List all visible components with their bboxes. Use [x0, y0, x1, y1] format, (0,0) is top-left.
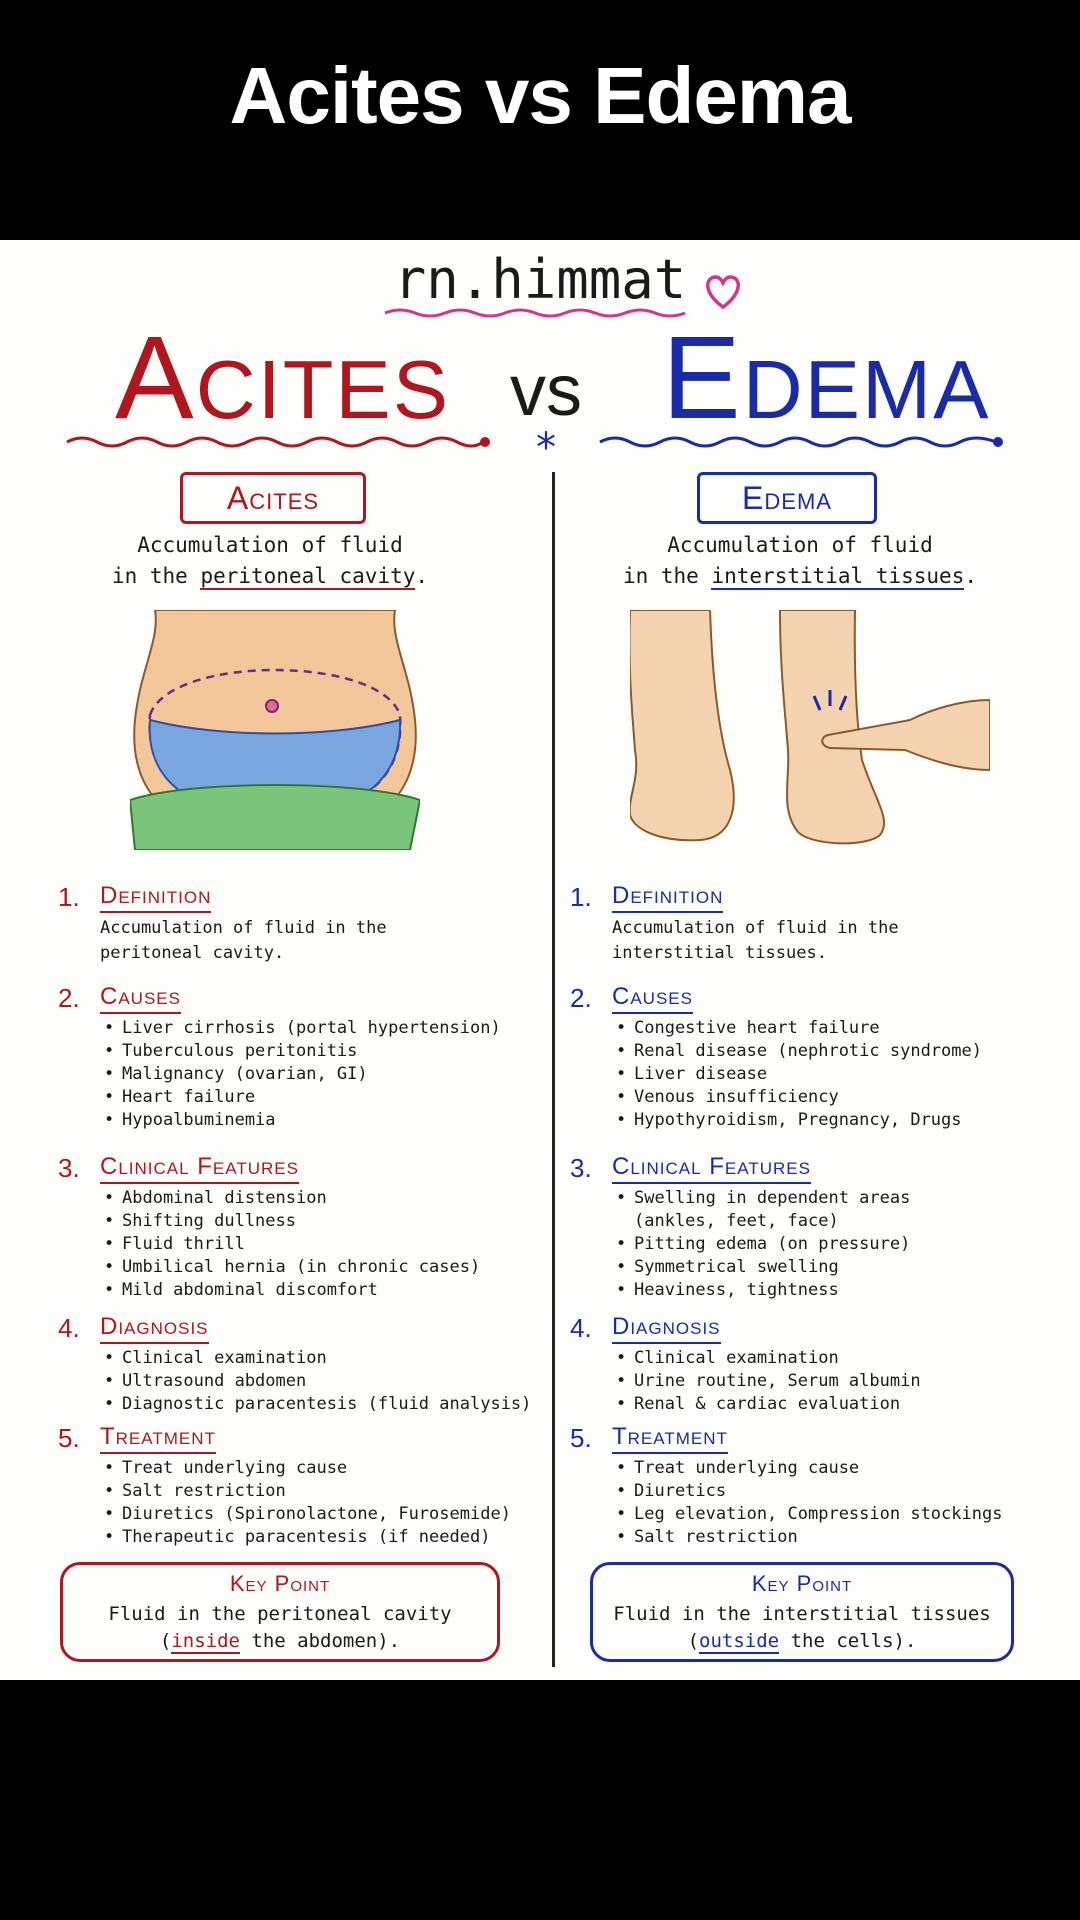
list-item: Therapeutic paracentesis (if needed): [104, 1526, 538, 1549]
author-handle: rn.himmat: [393, 248, 687, 311]
section-title: Clinical Features: [100, 1153, 299, 1184]
acites-causes-section: 2.Causes Liver cirrhosis (portal hyperte…: [58, 983, 538, 1132]
list-item: Diagnostic paracentesis (fluid analysis): [104, 1393, 538, 1416]
list-item: Renal disease (nephrotic syndrome): [616, 1040, 1070, 1063]
video-title: Acites vs Edema: [229, 51, 852, 140]
list-item: Congestive heart failure: [616, 1017, 1070, 1040]
edema-definition-section: 1.Definition Accumulation of fluid in th…: [570, 882, 899, 963]
acites-definition-section: 1.Definition Accumulation of fluid in th…: [58, 882, 387, 963]
list-item: Umbilical hernia (in chronic cases): [104, 1256, 538, 1279]
list-item: Symmetrical swelling: [616, 1256, 1070, 1279]
acites-clinical-section: 3.Clinical Features Abdominal distension…: [58, 1153, 538, 1302]
list-item: Liver disease: [616, 1063, 1070, 1086]
list-item: Heart failure: [104, 1086, 538, 1109]
list-item: Hypoalbuminemia: [104, 1109, 538, 1132]
acites-summary: Accumulation of fluid in the peritoneal …: [111, 533, 429, 590]
section-title: Treatment: [612, 1423, 728, 1454]
acites-diagnosis-section: 4.Diagnosis Clinical examination Ultraso…: [58, 1313, 538, 1416]
edema-key-point: Key Point Fluid in the interstitial tiss…: [590, 1562, 1014, 1662]
infographic-sheet: rn.himmat Acites vs Edema * Acites Accum…: [0, 240, 1080, 1680]
section-title: Diagnosis: [100, 1313, 209, 1344]
list-item: Leg elevation, Compression stockings: [616, 1503, 1070, 1526]
section-title: Definition: [100, 882, 212, 913]
section-title: Clinical Features: [612, 1153, 811, 1184]
list-item: Salt restriction: [616, 1526, 1070, 1549]
section-title: Causes: [100, 983, 181, 1014]
list-item: Treat underlying cause: [616, 1457, 1070, 1480]
list-item: Venous insufficiency: [616, 1086, 1070, 1109]
edema-summary: Accumulation of fluid in the interstitia…: [622, 533, 978, 590]
title-edema: Edema: [662, 312, 991, 444]
list-item: Shifting dullness: [104, 1210, 538, 1233]
section-title: Definition: [612, 882, 724, 913]
edema-diagnosis-section: 4.Diagnosis Clinical examination Urine r…: [570, 1313, 1070, 1416]
handle-underline: [384, 308, 686, 318]
section-title: Diagnosis: [612, 1313, 721, 1344]
heart-icon: [706, 275, 740, 310]
list-item: Tuberculous peritonitis: [104, 1040, 538, 1063]
list-item: Clinical examination: [104, 1347, 538, 1370]
section-title: Treatment: [100, 1423, 216, 1454]
list-item: Clinical examination: [616, 1347, 1070, 1370]
list-item: Abdominal distension: [104, 1187, 538, 1210]
list-item: Diuretics (Spironolactone, Furosemide): [104, 1503, 538, 1526]
abdomen-illustration: [130, 610, 420, 850]
edema-clinical-section: 3.Clinical Features Swelling in dependen…: [570, 1153, 1070, 1302]
list-item: Liver cirrhosis (portal hypertension): [104, 1017, 538, 1040]
acites-column: Acites Accumulation of fluid in the peri…: [0, 240, 540, 1680]
list-item: Fluid thrill: [104, 1233, 538, 1256]
edema-causes-section: 2.Causes Congestive heart failure Renal …: [570, 983, 1070, 1132]
feet-illustration: [630, 610, 990, 845]
list-item: Pitting edema (on pressure): [616, 1233, 1070, 1256]
right-wave-underline: [599, 436, 1003, 448]
list-item: Swelling in dependent areas(ankles, feet…: [616, 1187, 1070, 1233]
left-wave-underline: [66, 436, 490, 448]
title-vs: vs: [510, 351, 582, 431]
title-acites: Acites: [115, 312, 451, 444]
list-item: Treat underlying cause: [104, 1457, 538, 1480]
edema-column: Edema Accumulation of fluid in the inter…: [540, 240, 1080, 1680]
list-item: Mild abdominal discomfort: [104, 1279, 538, 1302]
list-item: Diuretics: [616, 1480, 1070, 1503]
list-item: Malignancy (ovarian, GI): [104, 1063, 538, 1086]
list-item: Salt restriction: [104, 1480, 538, 1503]
acites-treatment-section: 5.Treatment Treat underlying cause Salt …: [58, 1423, 538, 1549]
acites-label: Acites: [180, 472, 366, 524]
list-item: Hypothyroidism, Pregnancy, Drugs: [616, 1109, 1070, 1132]
list-item: Ultrasound abdomen: [104, 1370, 538, 1393]
center-divider: [552, 472, 555, 1667]
edema-label: Edema: [697, 472, 877, 524]
list-item: Heaviness, tightness: [616, 1279, 1070, 1302]
edema-treatment-section: 5.Treatment Treat underlying cause Diure…: [570, 1423, 1070, 1549]
acites-key-point: Key Point Fluid in the peritoneal cavity…: [60, 1562, 500, 1662]
section-title: Causes: [612, 983, 693, 1014]
star-icon: *: [536, 425, 556, 471]
list-item: Renal & cardiac evaluation: [616, 1393, 1070, 1416]
list-item: Urine routine, Serum albumin: [616, 1370, 1070, 1393]
